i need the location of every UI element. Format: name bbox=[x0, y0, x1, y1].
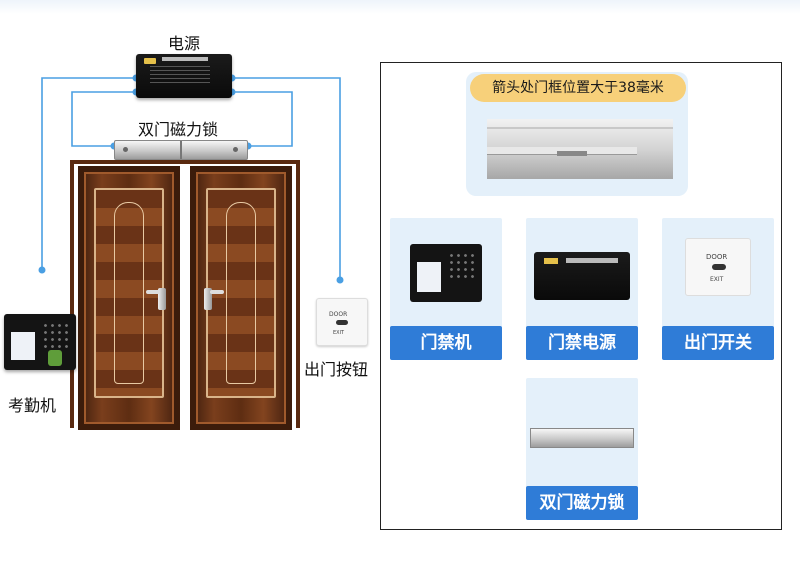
device-screen bbox=[11, 332, 35, 360]
product-label: 双门磁力锁 bbox=[526, 486, 638, 520]
keypad-icon bbox=[448, 252, 476, 278]
keypad-icon bbox=[42, 322, 70, 348]
bolt-icon bbox=[233, 147, 238, 152]
door-inlay bbox=[114, 202, 144, 384]
brand-logo-icon bbox=[144, 58, 156, 64]
brand-logo-icon bbox=[544, 258, 558, 264]
psu-label-strip bbox=[162, 57, 208, 61]
exit-button-label: 出门按钮 bbox=[304, 360, 369, 379]
wire-to-maglock-right bbox=[232, 91, 293, 147]
exit-text: EXIT bbox=[710, 276, 724, 283]
top-band bbox=[0, 0, 800, 14]
psu-spec-lines bbox=[150, 66, 210, 84]
door-text: DOOR bbox=[329, 311, 348, 318]
psu-label-strip bbox=[566, 258, 618, 263]
door-frame-photo bbox=[487, 119, 673, 179]
wire-to-maglock-left bbox=[71, 91, 136, 147]
door-handle-icon bbox=[146, 288, 166, 310]
photo-lock bbox=[557, 151, 587, 156]
attendance-label: 考勤机 bbox=[8, 396, 57, 415]
maglock-image bbox=[114, 140, 248, 160]
power-supply-label: 电源 bbox=[168, 34, 201, 53]
exit-switch-icon: DOOR EXIT bbox=[685, 238, 751, 296]
exit-button-image: DOOR EXIT bbox=[316, 298, 368, 346]
wire-to-exit bbox=[232, 77, 341, 280]
door-handle-icon bbox=[204, 288, 224, 310]
exit-text: EXIT bbox=[333, 330, 345, 336]
bolt-icon bbox=[123, 147, 128, 152]
door-left bbox=[78, 166, 180, 430]
product-card-exit-switch: DOOR EXIT 出门开关 bbox=[662, 218, 774, 360]
product-card-access-controller: 门禁机 bbox=[390, 218, 502, 360]
door-text: DOOR bbox=[706, 253, 728, 261]
wire-node bbox=[38, 266, 46, 274]
maglock-seam bbox=[180, 141, 182, 159]
device-screen bbox=[417, 262, 441, 292]
maglock-icon bbox=[530, 428, 634, 448]
product-label: 门禁机 bbox=[390, 326, 502, 360]
product-card-power-supply: 门禁电源 bbox=[526, 218, 638, 360]
maglock-label: 双门磁力锁 bbox=[138, 120, 219, 139]
key-icon bbox=[336, 320, 348, 325]
door-inlay bbox=[226, 202, 256, 384]
key-icon bbox=[712, 264, 726, 270]
door-frame bbox=[70, 160, 300, 428]
attendance-device-image bbox=[4, 314, 76, 370]
product-label: 门禁电源 bbox=[526, 326, 638, 360]
door-right bbox=[190, 166, 292, 430]
power-supply-image bbox=[136, 54, 232, 98]
photo-cable bbox=[487, 127, 673, 129]
access-controller-icon bbox=[410, 244, 482, 302]
fingerprint-icon bbox=[48, 350, 62, 366]
install-note: 箭头处门框位置大于38毫米 bbox=[470, 74, 686, 102]
wire-node bbox=[336, 276, 344, 284]
wire-to-attendance bbox=[41, 77, 136, 270]
product-card-maglock: 双门磁力锁 bbox=[526, 378, 638, 520]
power-supply-icon bbox=[534, 252, 630, 300]
product-label: 出门开关 bbox=[662, 326, 774, 360]
door-panel bbox=[94, 188, 164, 398]
